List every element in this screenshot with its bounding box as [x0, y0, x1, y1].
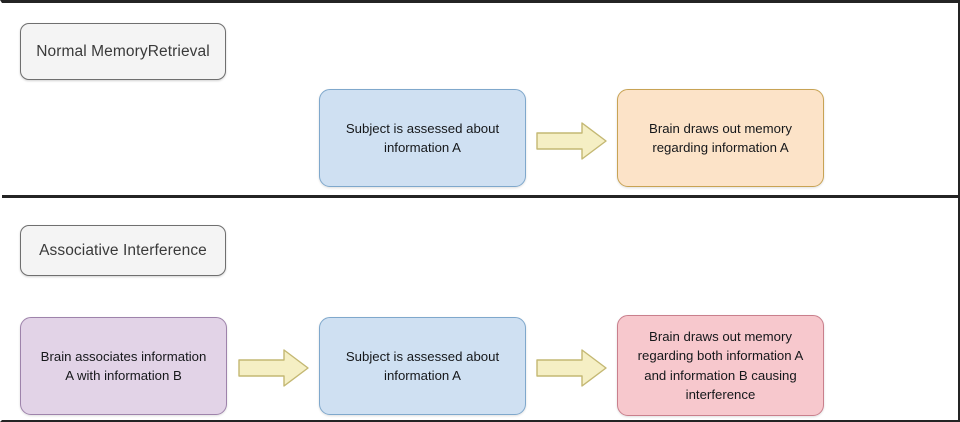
node-line-1: Brain draws out memory	[649, 120, 792, 136]
node-line-2: regarding both information A	[637, 348, 804, 363]
section-header-associative-interference: Associative Interference	[20, 225, 226, 276]
section-header-normal-memory-retrieval: Normal Memory Retrieval	[20, 23, 226, 80]
node-label: Brain draws out memory regarding both in…	[625, 327, 816, 405]
node-line-1: Brain associates information	[40, 348, 207, 364]
node-label: Brain associates information A with info…	[28, 347, 219, 386]
section-header-line-2: Retrieval	[147, 42, 210, 60]
node-draws-memory-interference[interactable]: Brain draws out memory regarding both in…	[617, 315, 824, 416]
node-label: Subject is assessed about information A	[327, 347, 518, 386]
section-header-line-1: Associative Interference	[39, 241, 207, 259]
node-line-2: information A	[384, 368, 461, 383]
node-line-2: information A	[384, 140, 461, 155]
node-line-2: regarding information A	[652, 140, 789, 155]
node-line-3: and information B causing	[644, 367, 797, 383]
node-line-1: Subject is assessed about	[345, 348, 500, 364]
node-draws-memory-a[interactable]: Brain draws out memory regarding informa…	[617, 89, 824, 187]
node-assessed-a-bottom[interactable]: Subject is assessed about information A	[319, 317, 526, 415]
node-assessed-a-top[interactable]: Subject is assessed about information A	[319, 89, 526, 187]
node-label: Subject is assessed about information A	[327, 119, 518, 158]
node-line-2: A with information B	[65, 368, 182, 383]
node-line-1: Brain draws out memory	[649, 328, 792, 344]
node-label: Brain draws out memory regarding informa…	[625, 119, 816, 158]
node-associates-a-b[interactable]: Brain associates information A with info…	[20, 317, 227, 415]
section-divider	[2, 195, 958, 198]
node-line-4: interference	[685, 387, 756, 402]
arrow-bottom-2	[536, 349, 607, 387]
section-header-line-1: Normal Memory	[36, 42, 148, 60]
arrow-top-1	[536, 122, 607, 160]
section-normal-memory-retrieval: Normal Memory Retrieval Subject is asses…	[2, 3, 958, 195]
node-line-1: Subject is assessed about	[345, 120, 500, 136]
section-associative-interference: Associative Interference Brain associate…	[2, 198, 958, 420]
arrow-bottom-1	[238, 349, 309, 387]
